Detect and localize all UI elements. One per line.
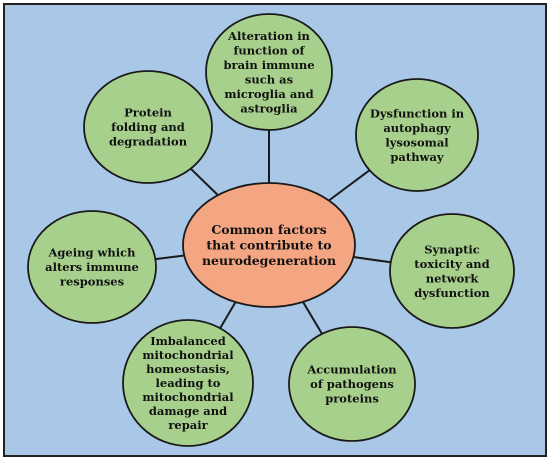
factor-label-brain-immune-line: Alteration in bbox=[227, 29, 311, 43]
factor-ellipse-brain-immune bbox=[205, 13, 333, 131]
factor-label-synaptic-line: Synaptic bbox=[424, 242, 480, 256]
center-label-line: that contribute to bbox=[206, 237, 331, 252]
connector-line-pathogens bbox=[302, 301, 323, 335]
connector-line-synaptic bbox=[353, 255, 391, 264]
factor-label-autophagy-line: pathway bbox=[390, 150, 444, 164]
factor-label-mitochondrial-line: mitochondrial bbox=[142, 348, 234, 362]
factor-label-brain-immune-line: microglia and bbox=[224, 87, 313, 101]
factor-label-autophagy-line: autophagy bbox=[383, 121, 451, 135]
factor-label-mitochondrial-line: leading to bbox=[156, 376, 221, 390]
factor-label-protein-folding-line: degradation bbox=[109, 135, 188, 149]
connector-line-protein-folding bbox=[190, 167, 219, 196]
factor-ellipse-mitochondrial bbox=[122, 319, 254, 447]
factor-label-protein-folding-line: folding and bbox=[111, 120, 185, 134]
center-label-line: neurodegeneration bbox=[202, 253, 336, 268]
connector-group bbox=[155, 130, 391, 335]
factor-label-ageing-line: alters immune bbox=[45, 260, 139, 274]
factor-ellipse-ageing bbox=[27, 210, 157, 324]
factor-label-autophagy-line: lysosomal bbox=[385, 135, 449, 149]
factor-label-brain-immune-line: function of bbox=[233, 43, 305, 57]
factor-label-ageing-line: Ageing which bbox=[47, 246, 136, 260]
factor-label-protein-folding-line: Protein bbox=[124, 106, 172, 120]
factor-label-mitochondrial-line: homeostasis, bbox=[146, 362, 230, 376]
factor-ellipse-protein-folding bbox=[83, 70, 213, 184]
factor-label-synaptic-line: dysfunction bbox=[414, 286, 490, 300]
factor-label-synaptic-line: network bbox=[426, 271, 480, 285]
factor-label-brain-immune-line: brain immune bbox=[223, 58, 314, 72]
factor-label-ageing-line: responses bbox=[60, 275, 124, 289]
center-ellipse bbox=[182, 182, 356, 308]
connector-line-ageing bbox=[155, 254, 185, 261]
factor-label-brain-immune-line: astroglia bbox=[240, 101, 298, 115]
factor-label-mitochondrial-line: repair bbox=[168, 418, 208, 432]
factor-label-pathogens-line: of pathogens bbox=[310, 377, 394, 391]
factor-ellipse-pathogens bbox=[288, 326, 416, 442]
connector-line-autophagy bbox=[328, 169, 371, 202]
factor-label-pathogens-line: Accumulation bbox=[306, 363, 397, 377]
factor-label-mitochondrial-line: Imbalanced bbox=[150, 334, 226, 348]
factor-label-mitochondrial-line: damage and bbox=[149, 404, 227, 418]
factor-label-mitochondrial-line: mitochondrial bbox=[142, 390, 234, 404]
factor-ellipse-synaptic bbox=[389, 213, 515, 329]
factor-label-brain-immune-line: such as bbox=[245, 72, 293, 86]
factor-label-synaptic-line: toxicity and bbox=[414, 257, 489, 271]
factor-ellipse-autophagy bbox=[355, 78, 479, 192]
factor-label-autophagy-line: Dysfunction in bbox=[370, 106, 465, 120]
factor-node-mitochondrial: Imbalancedmitochondrialhomeostasis,leadi… bbox=[122, 319, 254, 447]
connector-line-mitochondrial bbox=[219, 301, 237, 329]
factor-label-pathogens-line: proteins bbox=[325, 392, 379, 406]
center-label-line: Common factors bbox=[211, 222, 326, 237]
